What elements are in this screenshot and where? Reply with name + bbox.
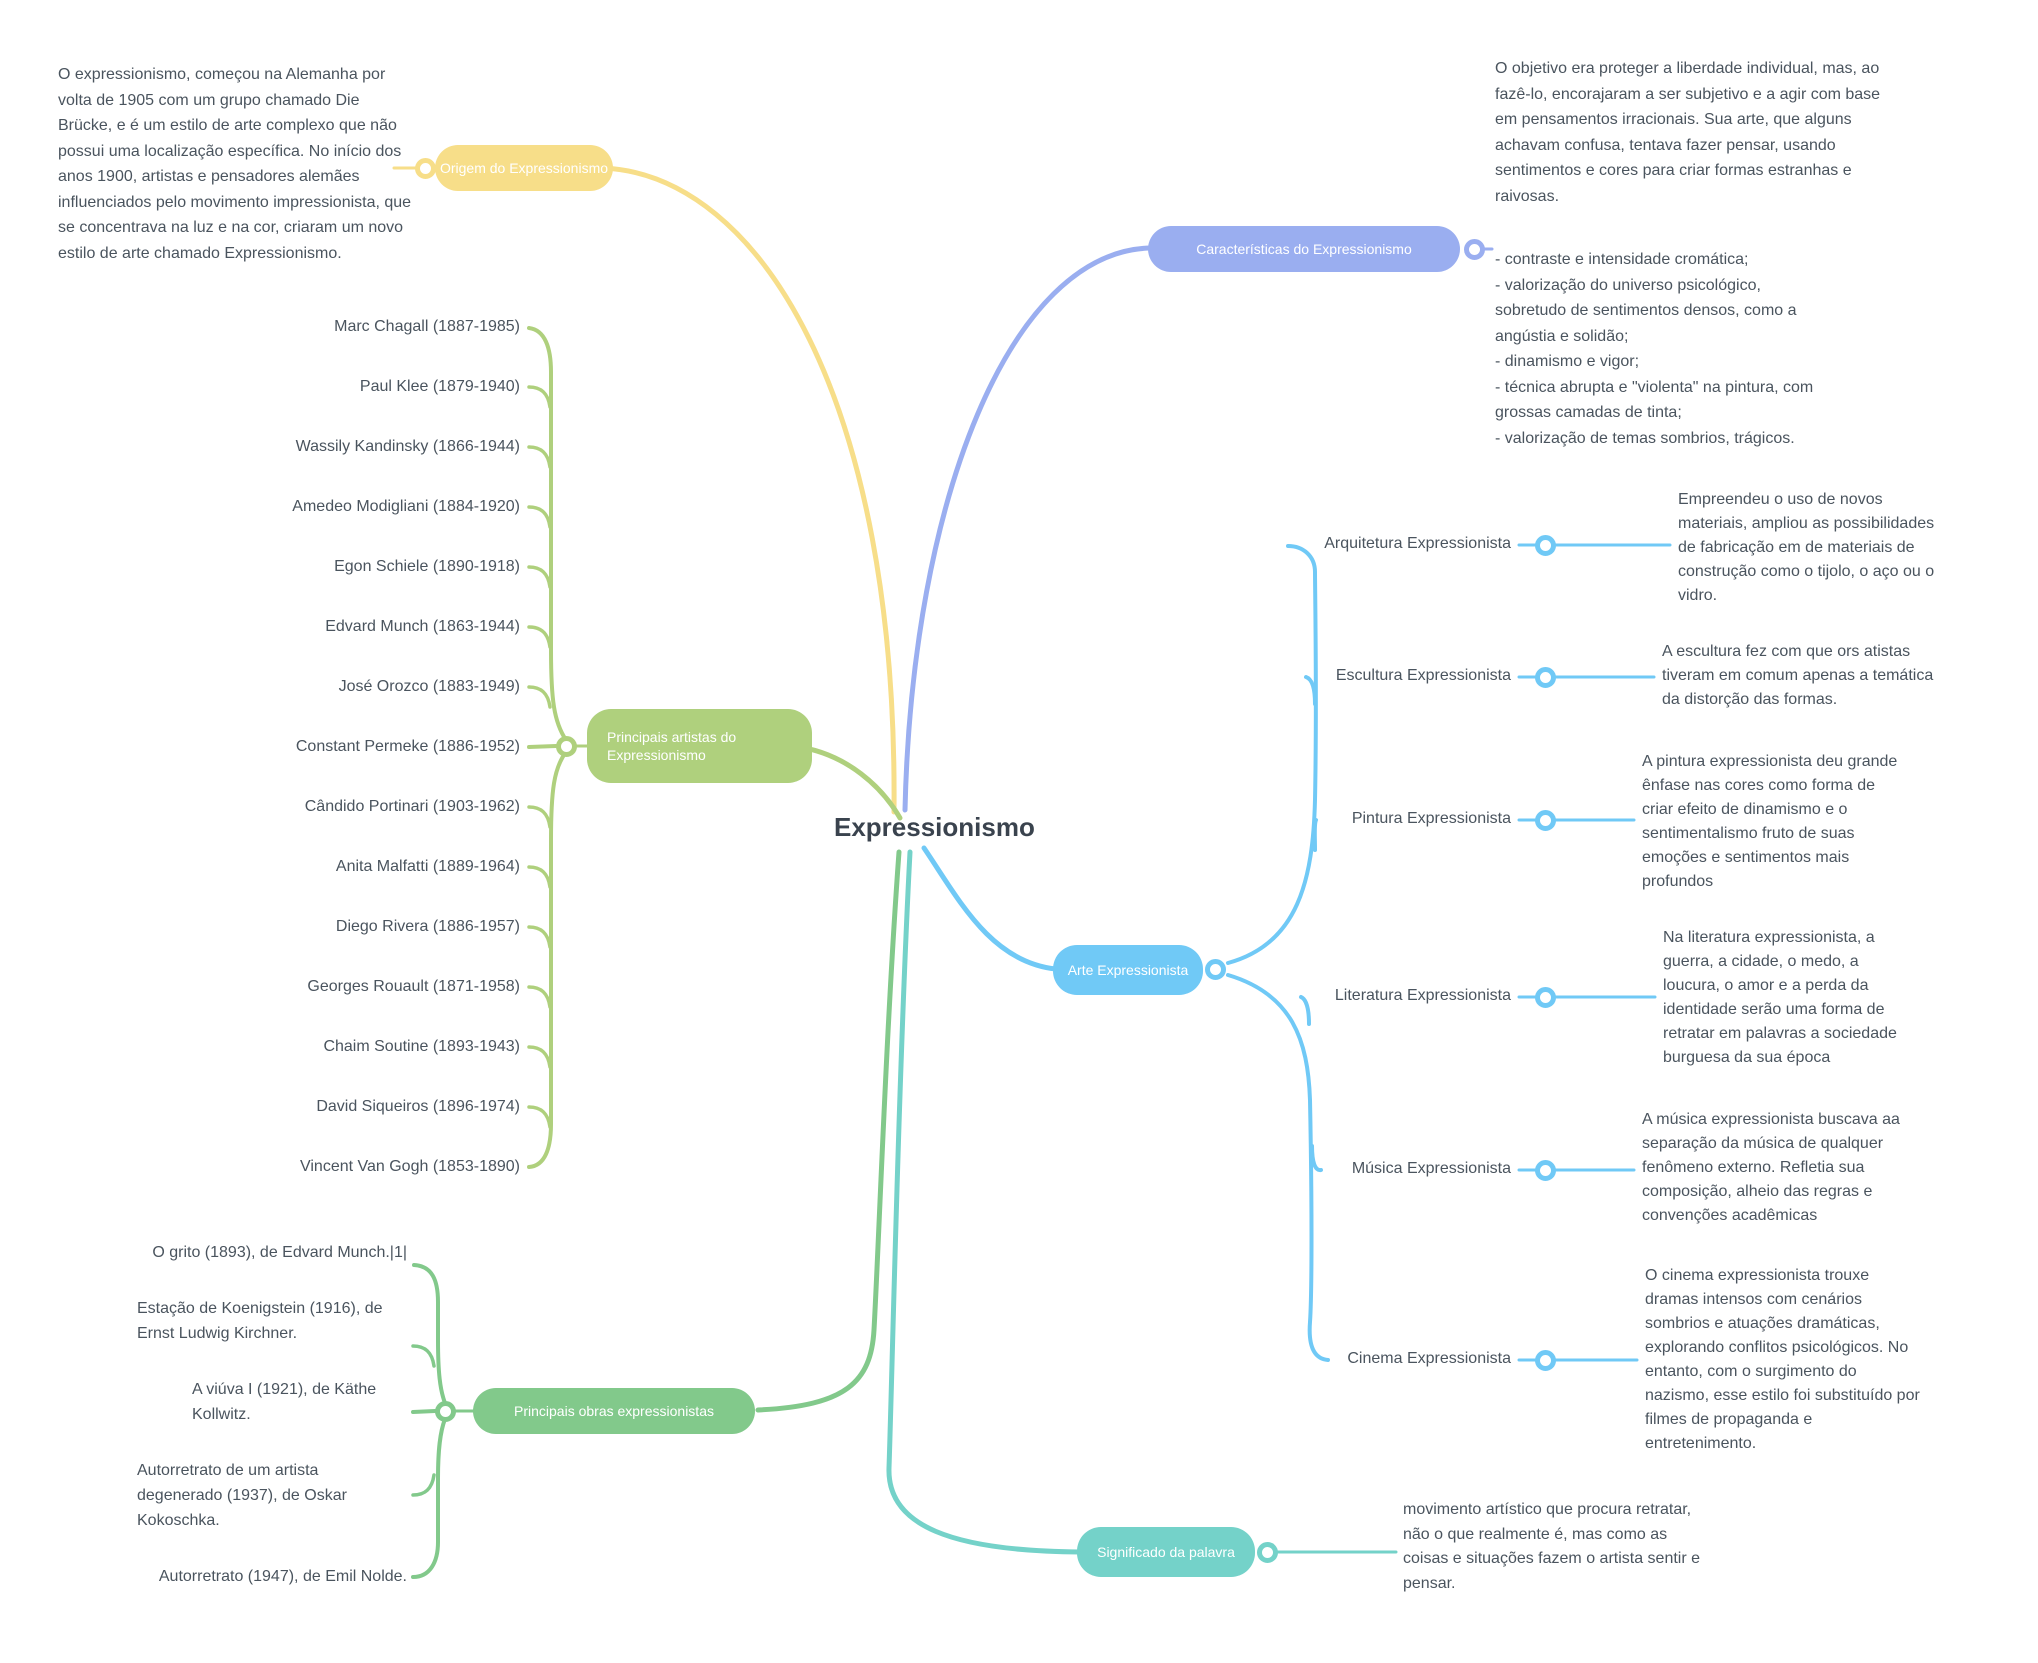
significado-description[interactable]: movimento artístico que procura retratar… — [1403, 1501, 1701, 1592]
arte-node[interactable]: Arte Expressionista — [1053, 945, 1203, 995]
spine-hook — [527, 565, 552, 589]
caracteristicas-bullet: - contraste e intensidade cromática; — [1495, 251, 1749, 268]
artist-connector — [527, 744, 558, 749]
caracteristicas-description[interactable]: O objetivo era proteger a liberdade indi… — [1495, 56, 1887, 451]
musica-description[interactable]: A música expressionista buscava aa separ… — [1642, 1111, 1900, 1224]
significado-node[interactable]: Significado da palavra — [1077, 1527, 1255, 1577]
cinema-description[interactable]: O cinema expressionista trouxe dramas in… — [1645, 1267, 1920, 1452]
spine-hook — [527, 1045, 552, 1069]
spine-hook — [527, 925, 552, 949]
artists-spine-up — [527, 326, 568, 742]
work-node[interactable]: A viúva I (1921), de Käthe Kollwitz. — [192, 1381, 377, 1423]
origem-description[interactable]: O expressionismo, começou na Alemanha po… — [58, 66, 412, 262]
works-spine-down — [411, 1417, 447, 1579]
artist-node[interactable]: Cândido Portinari (1903-1962) — [304, 798, 520, 815]
branch-curve-caracteristicas — [902, 245, 1153, 813]
spine-hook — [527, 805, 552, 829]
caracteristicas-bullets: - contraste e intensidade cromática; - va… — [1495, 247, 1825, 451]
caracteristicas-paragraph: O objetivo era proteger a liberdade indi… — [1495, 60, 1881, 205]
artist-node[interactable]: Chaim Soutine (1893-1943) — [323, 1038, 520, 1055]
arte-sub-node-arquitetura[interactable]: Arquitetura Expressionista — [1324, 535, 1511, 552]
artist-node[interactable]: Marc Chagall (1887-1985) — [334, 318, 520, 335]
spine-hook — [411, 1344, 436, 1368]
origem-node[interactable]: Origem do Expressionismo — [435, 145, 613, 191]
artist-node[interactable]: Anita Malfatti (1889-1964) — [335, 858, 520, 875]
obras-node[interactable]: Principais obras expressionistas — [473, 1388, 755, 1434]
arte-sub-node-pintura[interactable]: Pintura Expressionista — [1351, 810, 1511, 827]
branch-curve-obras — [755, 849, 902, 1413]
artist-node[interactable]: José Orozco (1883-1949) — [338, 678, 520, 695]
caracteristicas-node[interactable]: Características do Expressionismo — [1148, 226, 1460, 272]
arte-spine-up — [1226, 544, 1318, 965]
work-connector — [411, 1409, 437, 1414]
work-node[interactable]: Estação de Koenigstein (1916), de Ernst … — [137, 1300, 383, 1342]
spine-hook — [527, 445, 552, 469]
arquitetura-collapse-handle[interactable] — [1535, 535, 1556, 556]
artists-list: Marc Chagall (1887-1985) Paul Klee (1879-… — [200, 316, 520, 1178]
spine-hook — [527, 685, 552, 709]
spine-hook — [527, 625, 552, 649]
musica-collapse-handle[interactable] — [1535, 1160, 1556, 1181]
caracteristicas-bullet: - técnica abrupta e "violenta" na pintur… — [1495, 378, 1814, 422]
artist-node[interactable]: Vincent Van Gogh (1853-1890) — [299, 1158, 520, 1175]
artistas-collapse-handle[interactable] — [556, 736, 577, 757]
work-node[interactable]: Autorretrato de um artista degenerado (1… — [137, 1462, 347, 1529]
pintura-description[interactable]: A pintura expressionista deu grande ênfa… — [1642, 753, 1898, 890]
branch-curve-significado — [886, 849, 1083, 1555]
artistas-node[interactable]: Principais artistas do Expressionismo — [587, 709, 812, 783]
arte-sub-node-escultura[interactable]: Escultura Expressionista — [1335, 667, 1511, 684]
spine-hook — [527, 985, 552, 1009]
arquitetura-description[interactable]: Empreendeu o uso de novos materiais, amp… — [1678, 491, 1935, 604]
arte-sub-node-cinema[interactable]: Cinema Expressionista — [1347, 1350, 1511, 1367]
caracteristicas-bullet: - valorização de temas sombrios, trágico… — [1495, 429, 1795, 447]
caracteristicas-collapse-handle[interactable] — [1464, 239, 1485, 260]
spine-hook — [527, 1105, 552, 1129]
pintura-collapse-handle[interactable] — [1535, 810, 1556, 831]
artist-node[interactable]: Constant Permeke (1886-1952) — [295, 738, 520, 755]
artist-node[interactable]: Amedeo Modigliani (1884-1920) — [292, 498, 520, 515]
literatura-collapse-handle[interactable] — [1535, 987, 1556, 1008]
artist-node[interactable]: Georges Rouault (1871-1958) — [307, 978, 520, 995]
caracteristicas-bullet: - dinamismo e vigor; — [1495, 353, 1640, 370]
escultura-collapse-handle[interactable] — [1535, 667, 1556, 688]
caracteristicas-bullet: - valorização do universo psicológico, s… — [1495, 276, 1797, 345]
artist-node[interactable]: Wassily Kandinsky (1866-1944) — [295, 438, 520, 455]
escultura-description[interactable]: A escultura fez com que ors atistas tive… — [1662, 643, 1934, 708]
origem-collapse-handle[interactable] — [415, 158, 436, 179]
spine-hook — [411, 1473, 436, 1497]
significado-collapse-handle[interactable] — [1257, 1542, 1278, 1563]
artist-node[interactable]: Paul Klee (1879-1940) — [359, 378, 520, 395]
artist-node[interactable]: Diego Rivera (1886-1957) — [335, 918, 520, 935]
obras-collapse-handle[interactable] — [435, 1401, 456, 1422]
arte-collapse-handle[interactable] — [1205, 959, 1226, 980]
spine-hook — [527, 385, 552, 409]
literatura-description[interactable]: Na literatura expressionista, a guerra, … — [1663, 929, 1897, 1066]
works-list: O grito (1893), de Edvard Munch.|1| Estaç… — [137, 1240, 407, 1589]
artist-node[interactable]: Edvard Munch (1863-1944) — [325, 618, 520, 635]
works-spine-up — [412, 1263, 447, 1405]
branch-curve-arte — [921, 845, 1059, 972]
work-node[interactable]: O grito (1893), de Edvard Munch.|1| — [152, 1244, 407, 1261]
central-topic[interactable]: Expressionismo — [834, 812, 1035, 842]
spine-hook — [527, 865, 552, 889]
work-node[interactable]: Autorretrato (1947), de Emil Nolde. — [158, 1568, 407, 1585]
artist-node[interactable]: Egon Schiele (1890-1918) — [334, 558, 520, 575]
arte-sub-node-musica[interactable]: Música Expressionista — [1351, 1160, 1511, 1177]
cinema-collapse-handle[interactable] — [1535, 1350, 1556, 1371]
artists-spine-down — [527, 750, 568, 1169]
spine-hook — [527, 505, 552, 529]
artist-node[interactable]: David Siqueiros (1896-1974) — [316, 1098, 520, 1115]
arte-sub-node-literatura[interactable]: Literatura Expressionista — [1334, 987, 1511, 1004]
